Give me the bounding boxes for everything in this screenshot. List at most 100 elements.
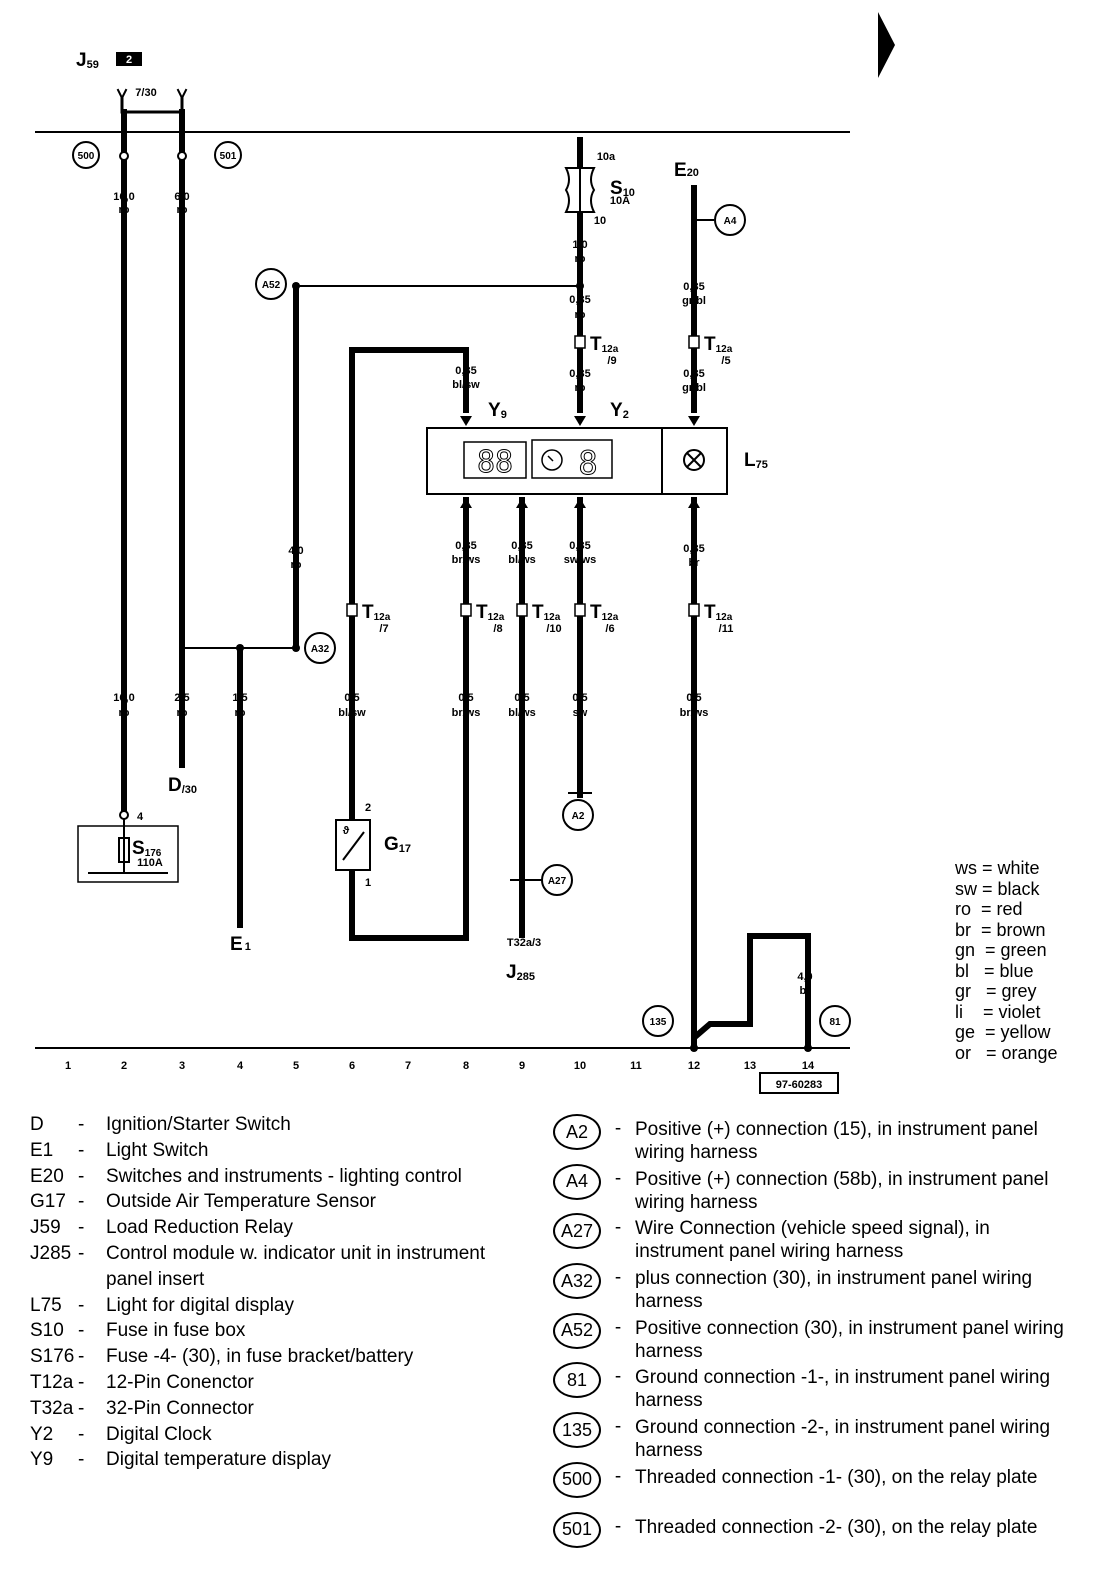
- legend-dash: -: [614, 1366, 622, 1388]
- legend-row: S176-Fuse -4- (30), in fuse bracket/batt…: [30, 1344, 526, 1370]
- legend-desc: Control module w. indicator unit in inst…: [106, 1242, 486, 1290]
- svg-text:/8: /8: [493, 623, 502, 635]
- color-key-entry: br = brown: [955, 919, 1046, 940]
- legend-connection-circle: 500: [553, 1461, 601, 1498]
- marker-a4: A4: [694, 204, 746, 236]
- legend-dash: -: [614, 1167, 622, 1189]
- connector-t12a-8: T12a/8: [460, 602, 505, 635]
- clock-icon: [541, 449, 563, 471]
- legend-code: G17: [30, 1191, 66, 1213]
- legend-code: E20: [30, 1165, 64, 1187]
- legend-desc: Load Reduction Relay: [106, 1217, 293, 1239]
- svg-text:2: 2: [121, 1060, 127, 1072]
- g17-label: G17: [384, 834, 411, 855]
- svg-text:ro: ro: [575, 253, 586, 265]
- e20-label: E20: [674, 160, 699, 181]
- svg-text:A27: A27: [548, 876, 567, 887]
- svg-text:A2: A2: [572, 811, 585, 822]
- svg-text:sw: sw: [573, 707, 588, 719]
- legend-code: J285: [30, 1242, 72, 1264]
- legend-desc: Digital temperature display: [106, 1449, 331, 1471]
- svg-text:br: br: [689, 557, 701, 569]
- svg-text:T12a: T12a: [476, 602, 505, 623]
- j59-bridge: [120, 96, 184, 114]
- svg-text:501: 501: [220, 151, 237, 162]
- color-key-entry: ge = yellow: [955, 1022, 1051, 1042]
- legend-desc: 32-Pin Connector: [106, 1397, 254, 1419]
- svg-text:4: 4: [237, 1060, 244, 1072]
- y2-label: Y2: [610, 400, 629, 421]
- svg-text:sw/ws: sw/ws: [564, 554, 596, 566]
- temp-display-window: [463, 441, 527, 479]
- legend-dash: -: [78, 1114, 85, 1135]
- marker-a2: A2: [562, 792, 594, 831]
- svg-text:6,0: 6,0: [174, 191, 189, 203]
- legend-row: E20-Switches and instruments - lighting …: [30, 1164, 526, 1190]
- svg-text:10: 10: [574, 1060, 586, 1072]
- svg-text:0,35: 0,35: [683, 543, 704, 555]
- s176-pin: 4: [137, 811, 144, 823]
- legend-dash: -: [78, 1320, 85, 1342]
- legend-code: Y2: [30, 1423, 54, 1445]
- color-key-entry: li = violet: [955, 1001, 1041, 1022]
- svg-text:T12a: T12a: [590, 602, 619, 623]
- connector-t12a-9: T12a/9: [574, 334, 619, 367]
- legend-connection-row: 500-Threaded connection -1- (30), on the…: [553, 1460, 1075, 1510]
- svg-text:ro: ro: [119, 707, 130, 719]
- legend-row: E1-Light Switch: [30, 1138, 526, 1164]
- svg-text:0,35: 0,35: [569, 294, 590, 306]
- svg-text:br/ws: br/ws: [680, 707, 709, 719]
- color-key-entry: ws = white: [955, 858, 1040, 878]
- legend-desc: Ignition/Starter Switch: [106, 1114, 291, 1135]
- svg-text:bl/sw: bl/sw: [338, 707, 366, 719]
- svg-text:11: 11: [630, 1060, 642, 1072]
- svg-text:0,35: 0,35: [455, 540, 476, 552]
- j59-label: J59: [76, 50, 99, 71]
- svg-text:12: 12: [688, 1060, 700, 1072]
- svg-text:1: 1: [65, 1060, 71, 1072]
- legend-desc: Ground connection -2-, in instrument pan…: [635, 1417, 1051, 1462]
- legend-dash: -: [78, 1165, 85, 1187]
- thermistor-icon: [342, 831, 365, 861]
- color-key-entry: ro = red: [955, 899, 1023, 919]
- svg-text:A32: A32: [311, 644, 330, 655]
- column-numbers: 1 2 3 4 5 6 7 8 9 10 11 12 13 14: [65, 1060, 815, 1072]
- s10-rating: 10A: [610, 195, 630, 207]
- svg-text:gr/bl: gr/bl: [682, 295, 706, 307]
- legend-dash: -: [614, 1416, 622, 1438]
- svg-text:ro: ro: [291, 559, 302, 571]
- legend-connection-row: A52-Positive connection (30), in instrum…: [553, 1311, 1075, 1362]
- legend-code: J59: [30, 1217, 61, 1239]
- wiring-diagram: J59 2 7/30 500 501 A52 A4 A32 A2 A27 135…: [35, 12, 895, 1094]
- legend-connection-row: 135-Ground connection -2-, in instrument…: [553, 1410, 1075, 1462]
- svg-text:0,35: 0,35: [683, 368, 704, 380]
- svg-text:bl/ws: bl/ws: [508, 707, 536, 719]
- svg-text:/7: /7: [379, 623, 388, 635]
- svg-text:A4: A4: [724, 216, 737, 227]
- j285-label: J285: [506, 962, 535, 983]
- legend-code: S10: [30, 1320, 64, 1342]
- g17-pin-bot: 1: [365, 877, 371, 889]
- svg-text:/9: /9: [607, 355, 616, 367]
- color-key-entry: sw = black: [955, 878, 1040, 899]
- legend-desc: Digital Clock: [106, 1423, 212, 1445]
- legend-connection-circle: A27: [553, 1213, 601, 1250]
- legend-connection-row: 501-Threaded connection -2- (30), on the…: [553, 1510, 1075, 1560]
- svg-text:2,5: 2,5: [174, 692, 189, 704]
- legend-dash: -: [78, 1191, 85, 1213]
- legend-desc: Switches and instruments - lighting cont…: [106, 1165, 462, 1187]
- svg-text:135: 135: [650, 1017, 667, 1028]
- legend-dash: -: [614, 1118, 622, 1139]
- color-key-entry: gn = green: [955, 940, 1047, 960]
- connector-t12a-5: T12a/5: [688, 334, 733, 367]
- svg-text:ϑ: ϑ: [343, 825, 350, 837]
- page-arrow-icon: [878, 12, 895, 78]
- pin-arrows: [460, 416, 700, 508]
- legend-right: A2-Positive (+) connection (15), in inst…: [553, 1112, 1075, 1559]
- svg-text:/11: /11: [719, 623, 734, 635]
- svg-text:T12a: T12a: [590, 334, 619, 355]
- svg-text:T12a: T12a: [704, 334, 733, 355]
- lamp-icon: [683, 449, 705, 471]
